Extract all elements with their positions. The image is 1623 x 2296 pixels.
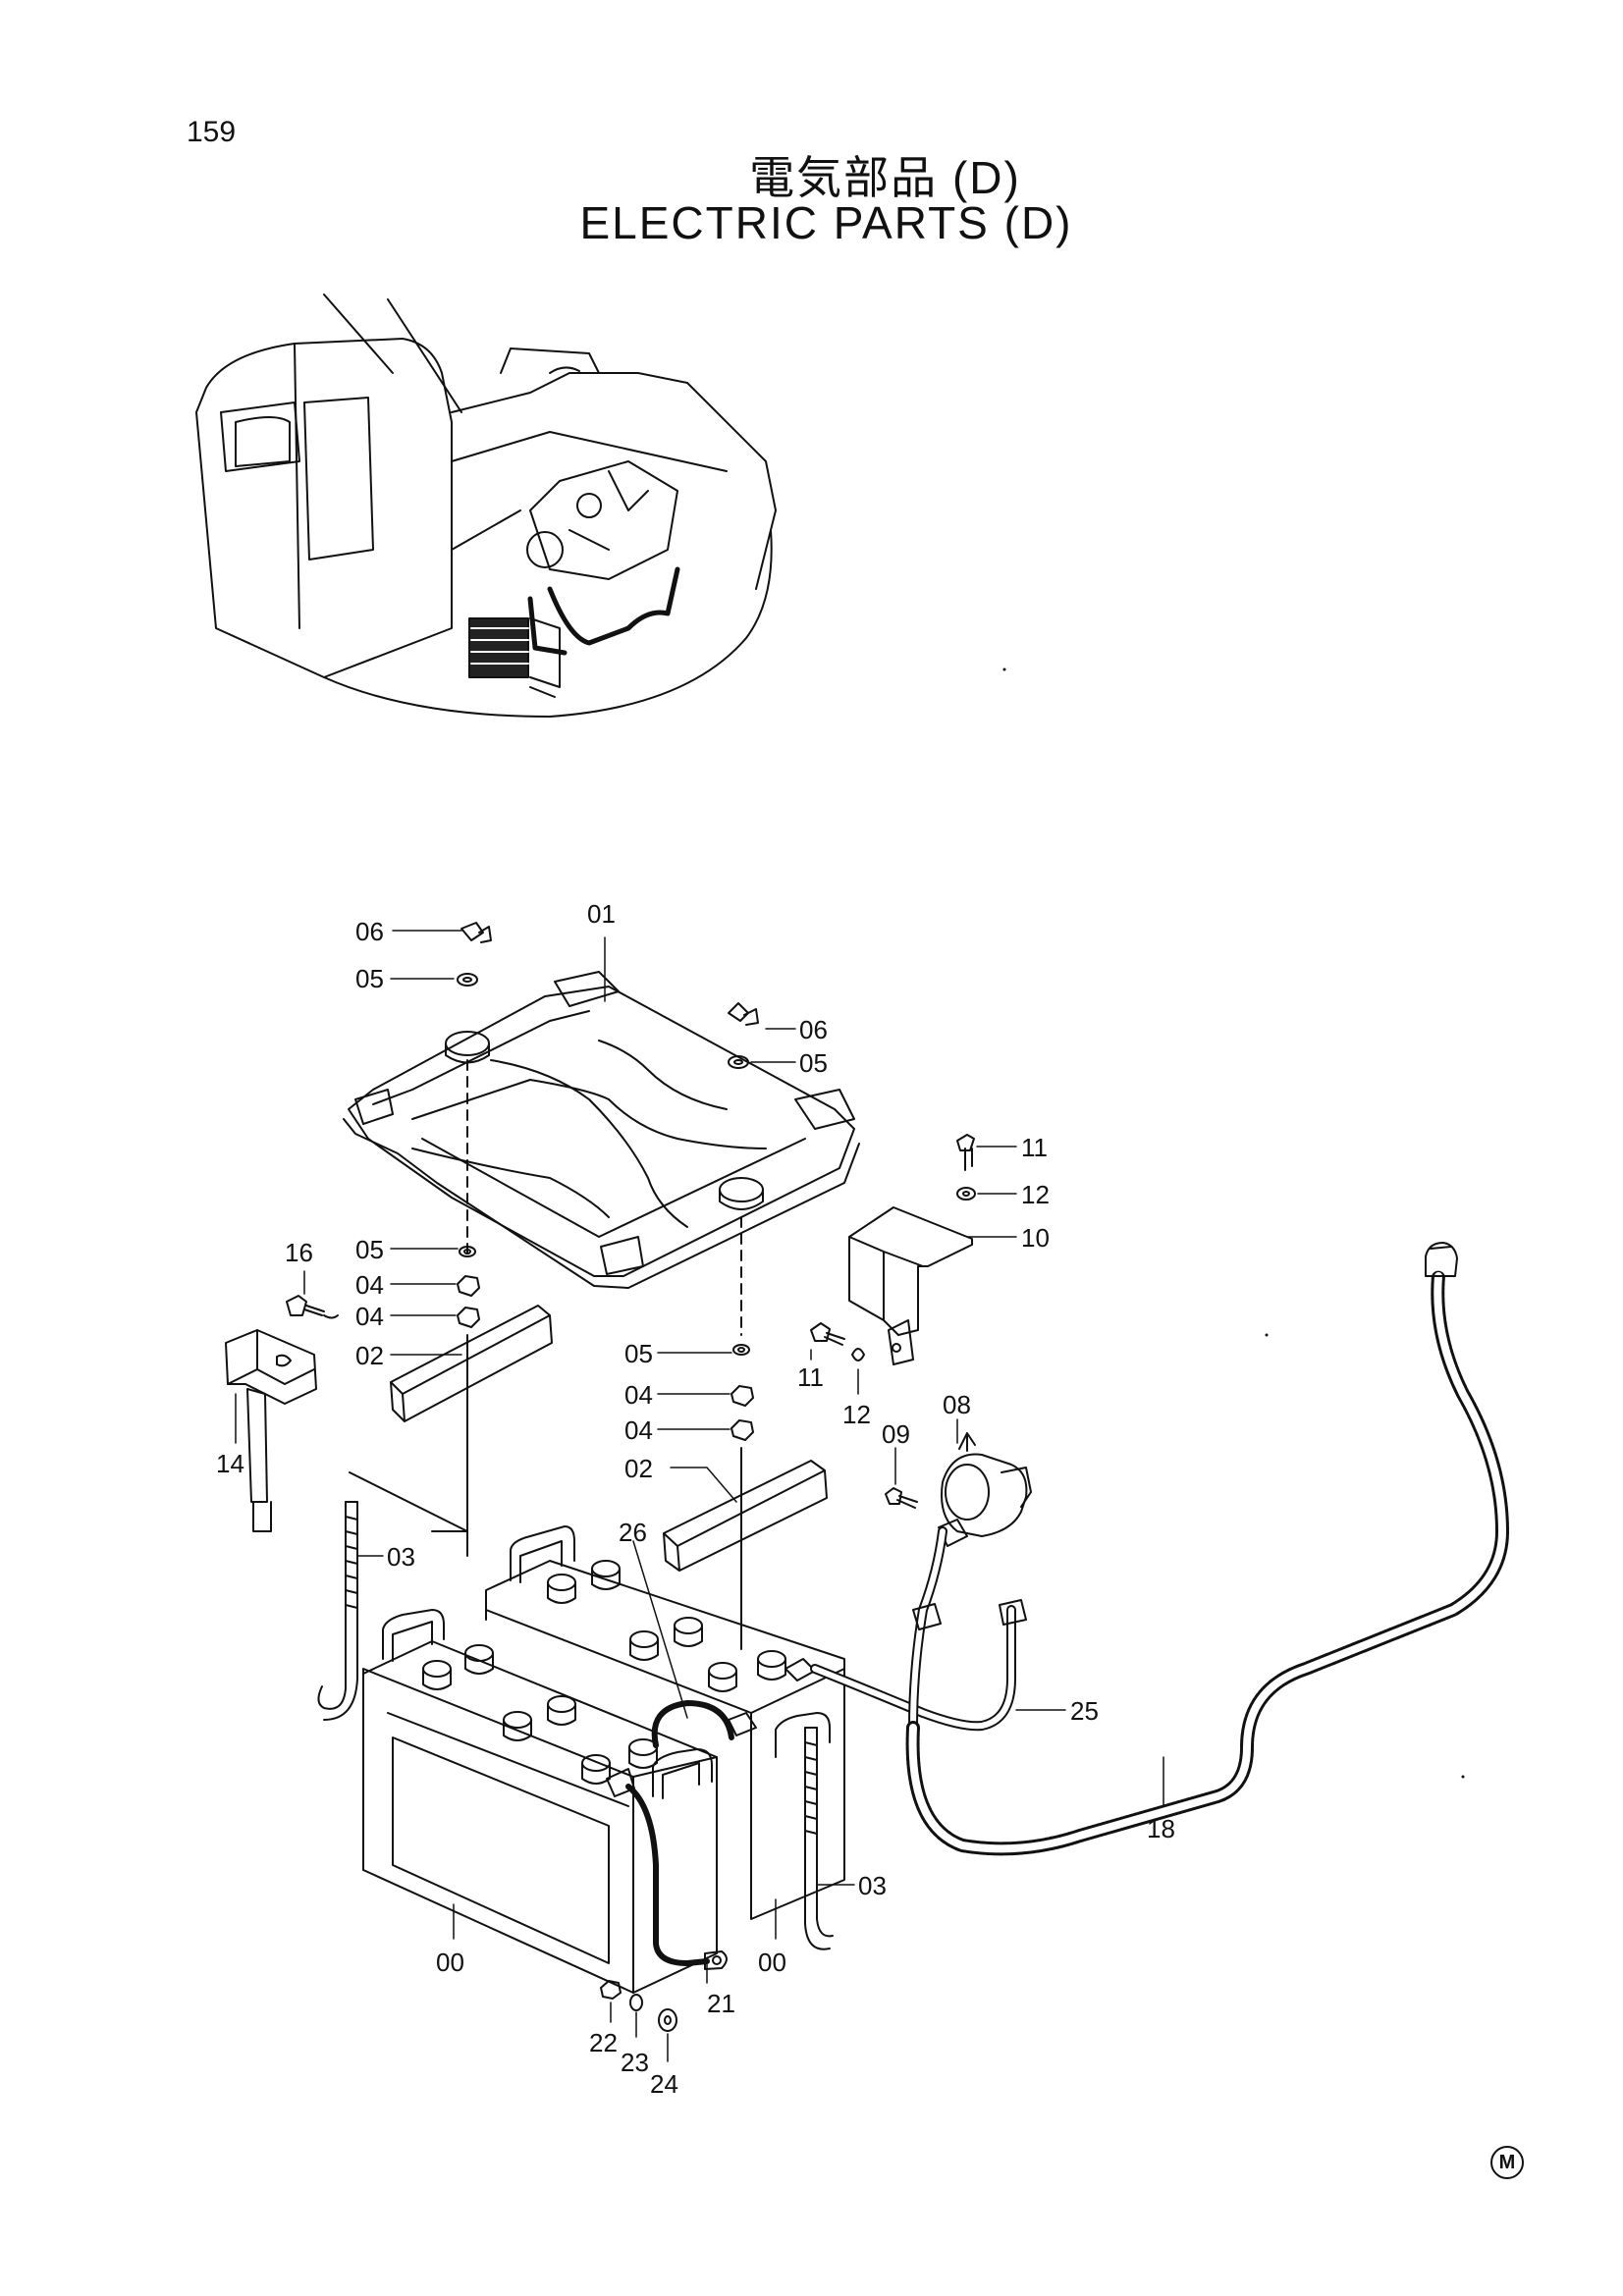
washer-24 [658,2008,677,2032]
relay-bracket [810,1134,976,1365]
callout-02-b: 02 [624,1454,653,1483]
callout-04-b: 04 [355,1302,384,1331]
page-number: 159 [187,116,237,148]
callout-05-c: 05 [355,1235,384,1264]
battery-cover-part [343,971,860,1289]
callout-21: 21 [707,1989,735,2018]
callout-24: 24 [650,2069,678,2099]
page-title-english: ELECTRIC PARTS (D) [579,197,1073,248]
callout-23: 23 [621,2048,649,2077]
callout-09: 09 [882,1419,910,1449]
callout-03-a: 03 [387,1542,415,1572]
page-title-japanese: 電気部品 (D) [749,152,1021,203]
leader-lines [235,930,1164,2062]
callout-04-c: 04 [624,1380,653,1410]
left-hardware [317,922,553,1721]
right-hardware [663,1002,834,1950]
callout-22: 22 [589,2028,618,2057]
callout-05-b: 05 [799,1048,828,1078]
callout-14: 14 [216,1449,244,1478]
callout-06-b: 06 [799,1015,828,1044]
lock-washer-23 [629,1994,643,2011]
callout-11-b: 11 [797,1362,824,1392]
battery-pair-illustration [362,1525,845,1994]
excavator-overview-illustration [195,294,777,718]
callout-05-d: 05 [624,1339,653,1368]
sensor-14 [225,1295,339,1532]
callout-12-b: 12 [842,1400,871,1429]
corner-mark: M [1490,2146,1524,2179]
callout-02-a: 02 [355,1341,384,1370]
callout-04-a: 04 [355,1270,384,1300]
callout-10: 10 [1021,1223,1050,1253]
callout-00-b: 00 [758,1948,786,1977]
callout-04-d: 04 [624,1415,653,1445]
callout-25: 25 [1070,1696,1099,1726]
harness-18 [905,1269,1509,1856]
callout-11-a: 11 [1021,1133,1048,1162]
callout-06-a: 06 [355,917,384,946]
nut-22 [600,1980,622,2000]
callout-05-a: 05 [355,964,384,993]
callout-12-a: 12 [1021,1180,1050,1209]
callout-01: 01 [587,899,616,929]
callout-00-a: 00 [436,1948,464,1977]
callout-16: 16 [285,1238,313,1267]
battery-relay [885,1432,1032,1547]
callout-18: 18 [1147,1814,1175,1843]
callout-26: 26 [619,1518,647,1547]
callout-03-b: 03 [858,1871,887,1900]
callout-08: 08 [943,1390,971,1419]
